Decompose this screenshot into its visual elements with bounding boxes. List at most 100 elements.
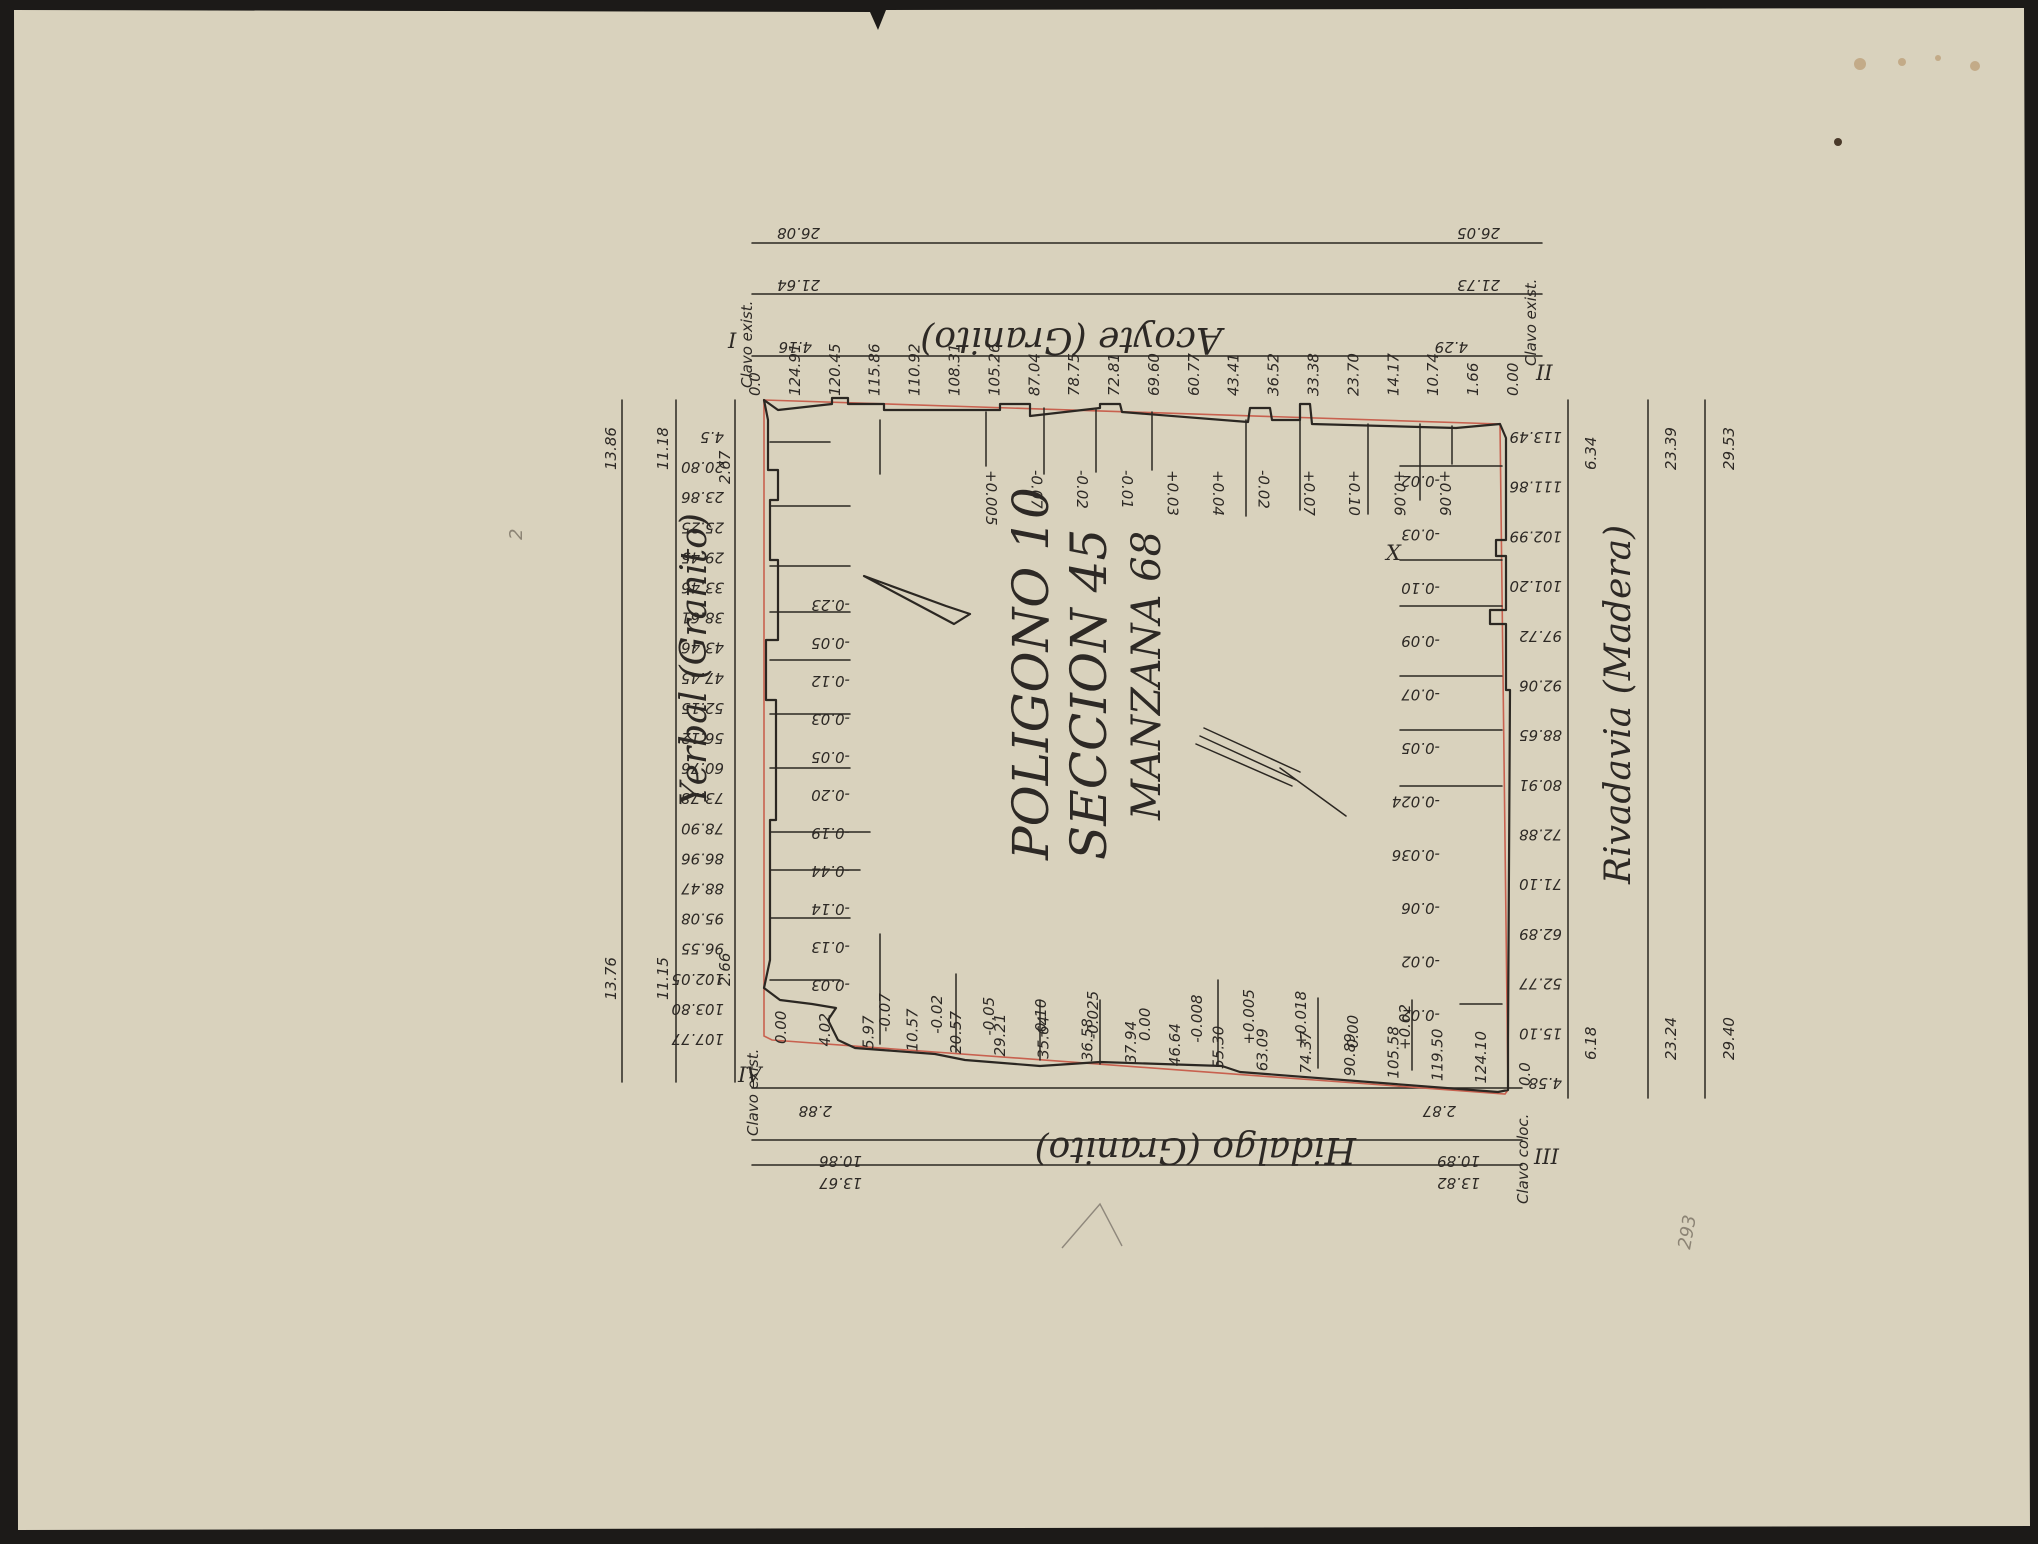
- acoyte-measure-15: 23.70: [1344, 353, 1362, 396]
- rivadavia-width-1: 23.39: [1662, 427, 1680, 470]
- measures-yerbal: 4.520.8023.8625.2529.4533.4638.6143.4647…: [671, 428, 724, 1048]
- corner-IV: IV Clavo exist.: [737, 1049, 763, 1136]
- hidalgo-offset-3: -0.10: [1032, 999, 1050, 1038]
- yerbal-measure-16: 95.08: [681, 910, 724, 928]
- hidalgo-measure-14: 105.58: [1385, 1026, 1403, 1079]
- yerbal-measure-17: 96.55: [681, 940, 724, 958]
- acoyte-width-left-0: 26.08: [777, 224, 820, 242]
- acoyte-offset-4: +0.03: [1164, 470, 1182, 516]
- rivadavia-measure-5: 92.06: [1519, 677, 1562, 695]
- rivadavia-measure-1: 111.86: [1510, 478, 1563, 496]
- hidalgo-offset-4: -0.025: [1084, 991, 1102, 1039]
- hatch-marks: [1195, 727, 1347, 817]
- hidalgo-measure-2: 5.97: [860, 1015, 878, 1049]
- hidalgo-measure-6: 35.64: [1035, 1016, 1053, 1059]
- acoyte-offset-2: -0.02: [1073, 470, 1091, 509]
- rivadavia-measure-9: 71.10: [1519, 875, 1562, 893]
- pencil-mark-left: 2: [506, 529, 527, 540]
- hidalgo-measure-12: 74.37: [1297, 1030, 1315, 1073]
- hidalgo-measure-7: 36.58: [1078, 1018, 1096, 1061]
- seccion-label: SECCION 45: [1060, 529, 1118, 860]
- hidalgo-width-0: 2.88: [799, 1102, 832, 1120]
- rivadavia-measure-3: 101.20: [1510, 577, 1563, 595]
- rivadavia-offset-9: -0.02: [1401, 953, 1440, 971]
- yerbal-measure-0: 4.5: [700, 428, 724, 446]
- corner-II: II Clavo exist.: [1522, 279, 1553, 385]
- acoyte-width-4: 4.16: [779, 338, 812, 356]
- yerbal-measure-19: 103.80: [672, 1000, 725, 1018]
- hidalgo-offset-1: -0.02: [928, 995, 946, 1034]
- yerbal-measure-4: 29.45: [681, 548, 724, 566]
- hidalgo-offset-6: -0.008: [1188, 994, 1206, 1042]
- hidalgo-offset-2: -0.05: [980, 997, 998, 1036]
- acoyte-measure-18: 1.66: [1464, 363, 1482, 396]
- svg-text:Clavo exist.: Clavo exist.: [744, 1049, 762, 1136]
- svg-text:III: III: [1533, 1145, 1560, 1169]
- rivadavia-measure-4: 97.72: [1519, 627, 1562, 645]
- acoyte-measure-7: 87.04: [1025, 353, 1043, 396]
- yerbal-offset-2: -0.12: [811, 672, 850, 690]
- svg-text:I: I: [727, 329, 737, 353]
- hidalgo-measure-17: 0.0: [1516, 1062, 1534, 1086]
- rivadavia-measure-10: 62.89: [1519, 925, 1562, 943]
- rivadavia-width-0: 6.34: [1582, 437, 1600, 470]
- rivadavia-offset-3: -0.09: [1401, 632, 1440, 650]
- acoyte-measure-0: 0.0: [746, 372, 764, 396]
- acoyte-measure-2: 120.45: [826, 344, 844, 397]
- acoyte-measure-5: 108.31: [946, 344, 964, 397]
- yerbal-measure-2: 23.86: [681, 488, 724, 506]
- hidalgo-offset-8: +0.018: [1292, 991, 1310, 1047]
- street-rivadavia: Rivadavia (Madera): [1598, 525, 1639, 885]
- svg-text:II: II: [1535, 361, 1553, 385]
- hidalgo-width-2: 13.67: [819, 1174, 862, 1192]
- rivadavia-offset-1: -0.03: [1401, 525, 1440, 543]
- yerbal-measure-10: 56.12: [681, 729, 724, 747]
- yerbal-measure-9: 52.15: [681, 699, 724, 717]
- acoyte-width-2: 26.05: [1457, 224, 1500, 242]
- rivadavia-offset-6: -0.024: [1392, 792, 1440, 810]
- svg-text:Clavo coloc.: Clavo coloc.: [1514, 1114, 1532, 1204]
- acoyte-measure-4: 110.92: [906, 344, 924, 397]
- acoyte-measure-12: 43.41: [1225, 353, 1243, 396]
- yerbal-measure-7: 43.46: [681, 639, 724, 657]
- yerbal-measure-3: 25.25: [681, 518, 724, 536]
- hidalgo-offset-10: +0.02: [1396, 1004, 1414, 1050]
- yerbal-measure-8: 47.45: [681, 669, 724, 687]
- offsets-acoyte: +0.005-0.07-0.02-0.01+0.03+0.04-0.02+0.0…: [982, 470, 1454, 526]
- rivadavia-measure-2: 102.99: [1510, 527, 1563, 545]
- yerbal-offset-1: -0.05: [811, 634, 850, 652]
- hidalgo-offset-5: 0.00: [1136, 1008, 1154, 1041]
- yerbal-measure-13: 78.90: [681, 819, 724, 837]
- rivadavia-offset-0: -0.02: [1401, 472, 1440, 490]
- street-acoyte: Acoyte (Granito): [920, 319, 1225, 360]
- acoyte-offset-3: -0.01: [1118, 470, 1136, 509]
- rivadavia-measure-0: 113.49: [1510, 428, 1563, 446]
- yerbal-measure-15: 88.47: [681, 880, 724, 898]
- hidalgo-width-1: 10.86: [819, 1152, 862, 1170]
- yerbal-width-0: 13.86: [602, 427, 620, 470]
- rivadavia-offset-4: -0.07: [1401, 686, 1440, 704]
- hidalgo-measure-10: 55.30: [1210, 1026, 1228, 1069]
- rivadavia-measure-12: 15.10: [1519, 1024, 1562, 1042]
- rivadavia-offset-8: -0.06: [1401, 899, 1440, 917]
- acoyte-offset-7: +0.07: [1300, 470, 1318, 516]
- hidalgo-measure-8: 37.94: [1122, 1021, 1140, 1064]
- acoyte-width-left-1: 21.64: [777, 276, 820, 294]
- acoyte-offset-1: -0.07: [1027, 470, 1045, 509]
- rivadavia-offset-2: -0.10: [1401, 579, 1440, 597]
- stain-top-right: [1854, 58, 1866, 70]
- acoyte-offset-10: +0.06: [1436, 470, 1454, 516]
- rivadavia-width-3: 6.18: [1582, 1027, 1600, 1060]
- acoyte-measure-1: 124.91: [786, 344, 804, 397]
- yerbal-measure-20: 107.77: [671, 1030, 724, 1048]
- acoyte-measure-16: 14.17: [1384, 353, 1402, 396]
- hidalgo-measure-15: 119.50: [1429, 1029, 1447, 1082]
- yerbal-offset-8: -0.14: [811, 900, 850, 918]
- svg-text:Clavo exist.: Clavo exist.: [738, 301, 756, 388]
